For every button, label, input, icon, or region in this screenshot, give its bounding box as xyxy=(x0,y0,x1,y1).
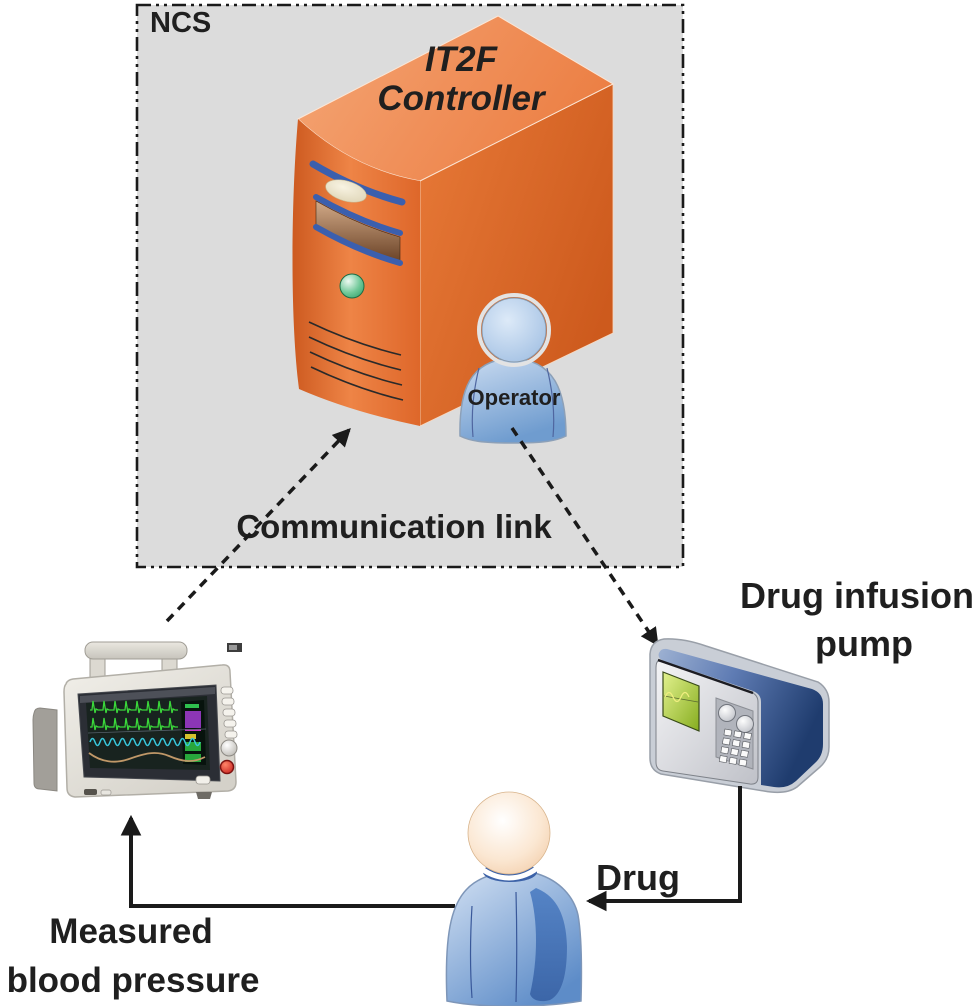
drug-arrow-pump-to-patient xyxy=(585,786,742,912)
dashed-arrow-operator-to-pump xyxy=(510,427,659,647)
operator-label: Operator xyxy=(468,385,561,410)
pump-screen-axis xyxy=(663,695,699,703)
operator-arm-seam-right xyxy=(546,367,555,438)
bp-arrow-patient-to-monitor xyxy=(120,814,455,908)
pleth-trace-cyan xyxy=(89,737,201,747)
monitor-detail-small xyxy=(100,789,112,796)
patient-icon xyxy=(445,785,583,1006)
monitor-waveform-area xyxy=(86,696,210,770)
ecg-trace-2 xyxy=(90,717,178,731)
pump-knob-2 xyxy=(736,715,754,733)
server-vents xyxy=(308,321,404,401)
monitor-knob xyxy=(220,739,238,757)
monitor-clip-inner xyxy=(229,645,237,650)
monitor-buttons xyxy=(220,686,238,739)
pump-label-line1: Drug infusion xyxy=(740,575,974,616)
server-bay-top-edge xyxy=(313,194,403,236)
patient-head-halo xyxy=(461,785,557,881)
operator-icon xyxy=(459,293,567,444)
server-tower-icon xyxy=(292,15,615,427)
pump-top-seam xyxy=(657,658,754,695)
operator-body xyxy=(459,357,567,444)
pump-keypad xyxy=(718,728,752,767)
operator-head-halo xyxy=(477,293,551,367)
operator-arm-seam-left xyxy=(471,367,480,438)
patient-seam-mid xyxy=(515,891,518,1003)
infusion-pump-icon xyxy=(649,638,830,794)
monitor-side-module xyxy=(32,707,58,792)
pump-label-line2: pump xyxy=(815,623,913,664)
monitor-detail-pill xyxy=(195,775,211,785)
pressure-trace-tan xyxy=(88,752,206,763)
patient-arm-right xyxy=(530,888,567,1002)
pump-screen xyxy=(662,671,700,732)
server-power-oval xyxy=(325,179,367,203)
pump-screen-wave xyxy=(664,691,690,703)
monitor-screen-glare xyxy=(80,687,215,703)
monitor-handle xyxy=(84,641,188,660)
server-top-face xyxy=(297,15,615,182)
pump-knob-1 xyxy=(718,704,736,722)
drug-label: Drug xyxy=(596,857,680,898)
server-power-button xyxy=(339,273,365,299)
patient-monitor-icon xyxy=(32,641,242,799)
patient-head xyxy=(467,791,551,875)
monitor-sidebar-readouts xyxy=(185,704,201,762)
monitor-red-button xyxy=(219,759,235,775)
server-bay-bottom-edge xyxy=(313,224,403,266)
communication-link-label: Communication link xyxy=(236,508,552,545)
measured-bp-label-line2: blood pressure xyxy=(7,961,260,1000)
dashed-arrow-monitor-to-controller xyxy=(165,428,351,623)
patient-seam-left xyxy=(469,905,473,999)
controller-label-line1: IT2F xyxy=(425,40,499,79)
pump-blue-face xyxy=(658,648,823,788)
monitor-grid-line xyxy=(87,728,207,734)
monitor-foot-right xyxy=(196,792,212,799)
operator-head xyxy=(481,297,547,363)
ncs-label: NCS xyxy=(150,7,211,39)
measured-bp-label-line1: Measured xyxy=(49,912,212,951)
monitor-foot-left xyxy=(84,789,97,795)
controller-label-line2: Controller xyxy=(377,79,547,118)
ecg-trace-1 xyxy=(90,700,178,714)
